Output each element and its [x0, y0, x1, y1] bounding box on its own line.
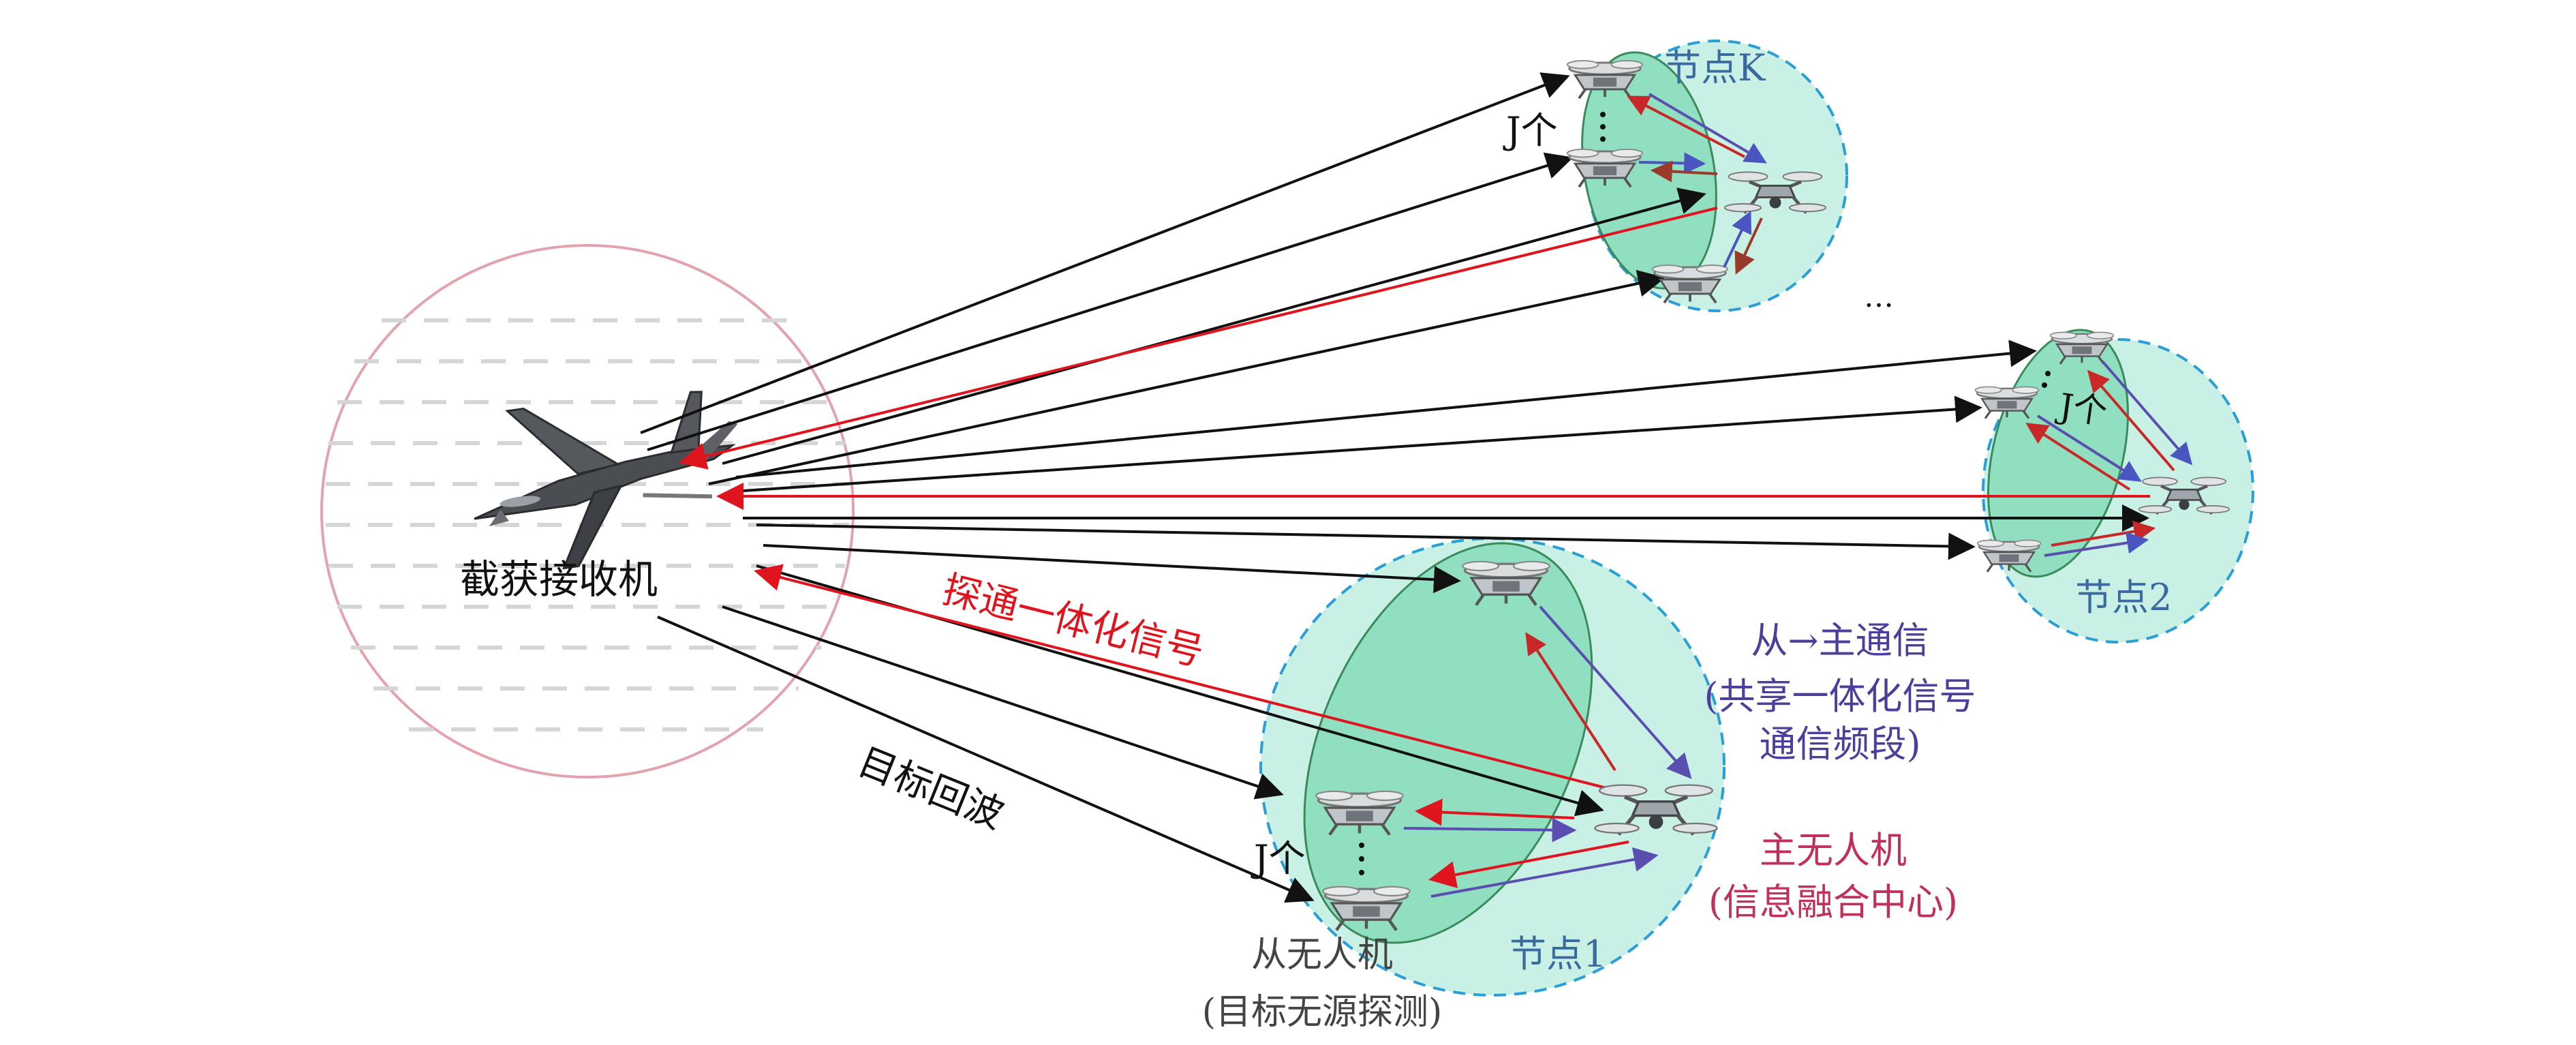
more-nodes-ellipsis: …	[1864, 279, 1894, 314]
comm-arrow	[2025, 423, 2131, 491]
receiver-zone: 截获接收机	[320, 244, 855, 778]
shared-band-label-1: (共享一体化信号	[1704, 675, 1976, 718]
echo-arrows	[640, 72, 2149, 903]
comm-arrow	[1403, 817, 1577, 843]
comm-arrow	[1638, 152, 1706, 175]
isac-arrow-node-k	[679, 207, 1718, 470]
node-k-drones: J个	[1503, 59, 1826, 305]
node-1-label: 节点1	[1509, 933, 1606, 975]
echo-arrow	[735, 339, 2037, 479]
node-k-vdots	[1600, 112, 1606, 142]
isac-arrows	[679, 207, 2150, 791]
master-uav-label: 主无人机	[1760, 829, 1907, 872]
isac-signal-label: 探通一体化信号	[938, 568, 1208, 676]
target-echo-label: 目标回波	[852, 740, 1010, 838]
echo-arrow	[708, 270, 1666, 485]
slave-uav-label: 从无人机	[1251, 935, 1393, 975]
comm-arrow	[1627, 95, 1745, 158]
comm-arrow	[2101, 360, 2193, 466]
slave-to-master-label: 从→主通信	[1751, 619, 1929, 662]
node-1-drones: J个	[1251, 562, 1717, 930]
comm-arrow	[2051, 520, 2156, 547]
node-2-label: 节点2	[2075, 576, 2172, 619]
fighter-jet-icon	[474, 391, 738, 570]
comm-arrow	[2044, 532, 2149, 557]
node-k-count-label: J个	[1503, 109, 1558, 152]
comm-arrow	[2036, 414, 2142, 482]
comm-arrow	[1539, 605, 1692, 779]
node-2-vdots	[2042, 371, 2051, 388]
comm-arrow	[1428, 840, 1629, 888]
slave-uav-role-label: (目标无源探测)	[1202, 992, 1443, 1033]
echo-arrow	[742, 395, 1982, 492]
comm-arrow	[1430, 847, 1659, 898]
shared-band-label-2: 通信频段)	[1759, 723, 1920, 766]
isac-arrow-node-1	[754, 564, 1612, 791]
node-2: 节点2	[1982, 329, 2254, 643]
comm-arrow	[1525, 632, 1616, 772]
node-2-count-label: J个	[2053, 386, 2109, 432]
node-1-count-label: J个	[1251, 837, 1306, 880]
echo-arrow	[722, 187, 1706, 465]
echo-arrow	[756, 524, 1976, 560]
node-k-label: 节点K	[1664, 46, 1766, 89]
master-uav-role-label: (信息融合中心)	[1708, 881, 1958, 924]
echo-arrow	[640, 72, 1570, 434]
comm-arrow	[1415, 798, 1575, 826]
comm-arrow	[1650, 160, 1718, 183]
echo-arrow	[763, 544, 1461, 594]
echo-arrow	[647, 152, 1574, 451]
node-2-drones: J个	[1974, 331, 2230, 573]
comm-arrow	[1723, 211, 1752, 268]
comm-arrow	[1734, 217, 1763, 275]
node-1: 节点1	[1259, 537, 1726, 997]
receiver-label: 截获接收机	[460, 556, 658, 603]
node-1-vdots	[1359, 843, 1364, 875]
node-1-cluster	[1303, 542, 1593, 944]
comm-arrow	[2087, 369, 2175, 472]
comm-arrow	[1648, 93, 1767, 164]
echo-arrow	[722, 605, 1284, 800]
echo-arrow	[657, 616, 1315, 903]
